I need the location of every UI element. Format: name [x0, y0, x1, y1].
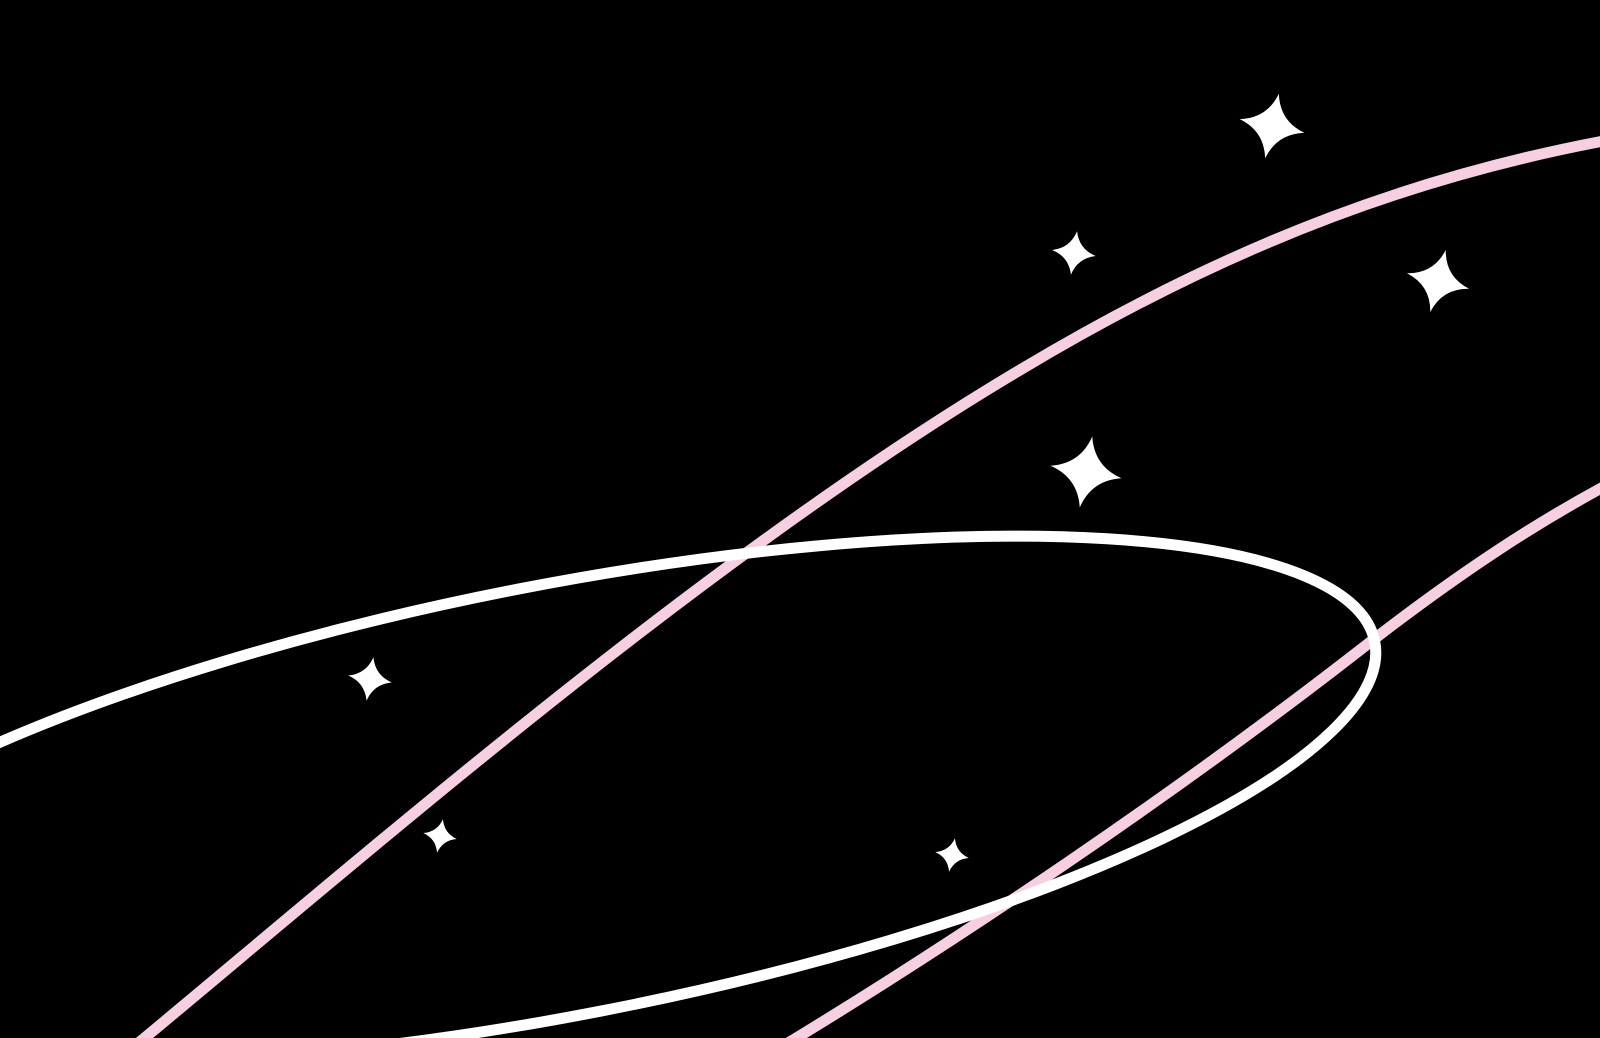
star-2 [1052, 231, 1096, 275]
pink-arc-lower [785, 482, 1600, 1038]
star-6 [423, 819, 457, 853]
white-ellipse-ring [0, 530, 1382, 1038]
star-3 [1406, 249, 1470, 313]
star-layer [348, 93, 1470, 872]
pink-arc-upper [135, 136, 1600, 1038]
star-1 [1239, 93, 1305, 159]
orbit-layer [0, 136, 1600, 1038]
star-4 [1050, 436, 1122, 508]
star-7 [935, 838, 969, 872]
star-5 [348, 657, 392, 701]
